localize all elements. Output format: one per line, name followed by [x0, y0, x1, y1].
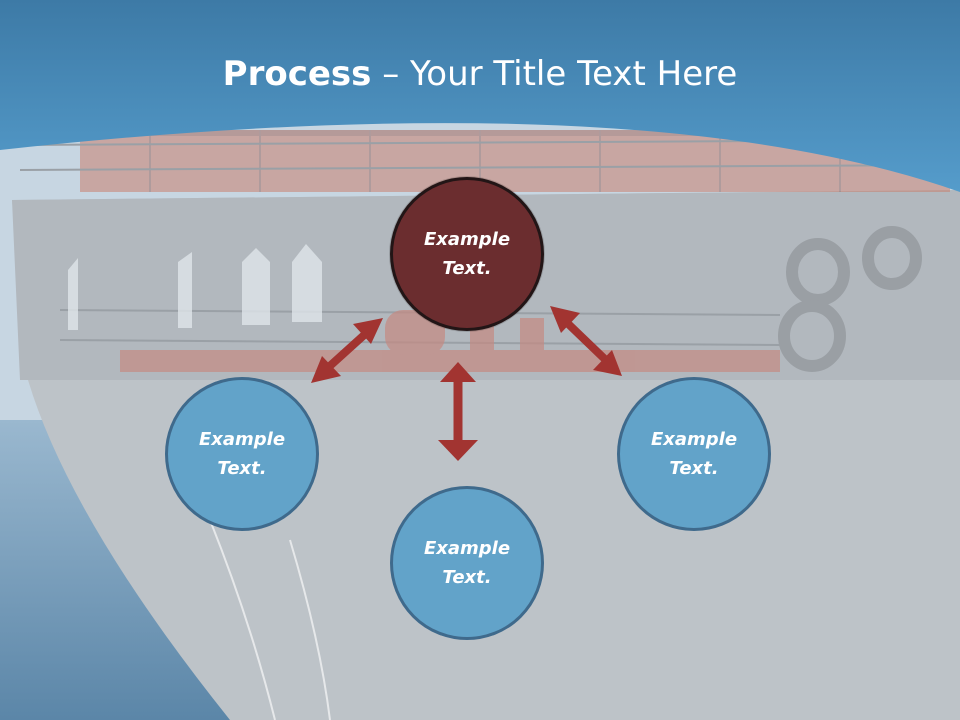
- node-bottom-line2: Text.: [442, 567, 492, 588]
- node-bottom-line1: Example: [423, 538, 511, 559]
- double-arrow-left: [311, 318, 383, 383]
- node-left-line2: Text.: [217, 458, 267, 479]
- ship-tires: [778, 226, 922, 372]
- deck-openings: [68, 244, 322, 330]
- double-arrow-right: [550, 306, 622, 376]
- slide-title: Process – Your Title Text Here: [0, 52, 960, 96]
- process-node-right[interactable]: Example Text.: [617, 377, 771, 531]
- node-right-line2: Text.: [669, 458, 719, 479]
- title-rest: Your Title Text Here: [410, 54, 738, 94]
- process-node-top[interactable]: Example Text.: [390, 177, 544, 331]
- mooring-lines: [209, 519, 331, 720]
- title-bold: Process: [222, 54, 372, 94]
- deck-red-fittings: [120, 310, 780, 372]
- header-band: [0, 0, 960, 192]
- title-dash: –: [371, 54, 411, 94]
- process-node-left[interactable]: Example Text.: [165, 377, 319, 531]
- process-node-bottom[interactable]: Example Text.: [390, 486, 544, 640]
- node-right-line1: Example: [650, 429, 738, 450]
- node-left-line1: Example: [198, 429, 286, 450]
- node-top-line1: Example: [423, 229, 511, 250]
- double-arrow-down: [438, 362, 478, 461]
- node-top-line2: Text.: [442, 258, 492, 279]
